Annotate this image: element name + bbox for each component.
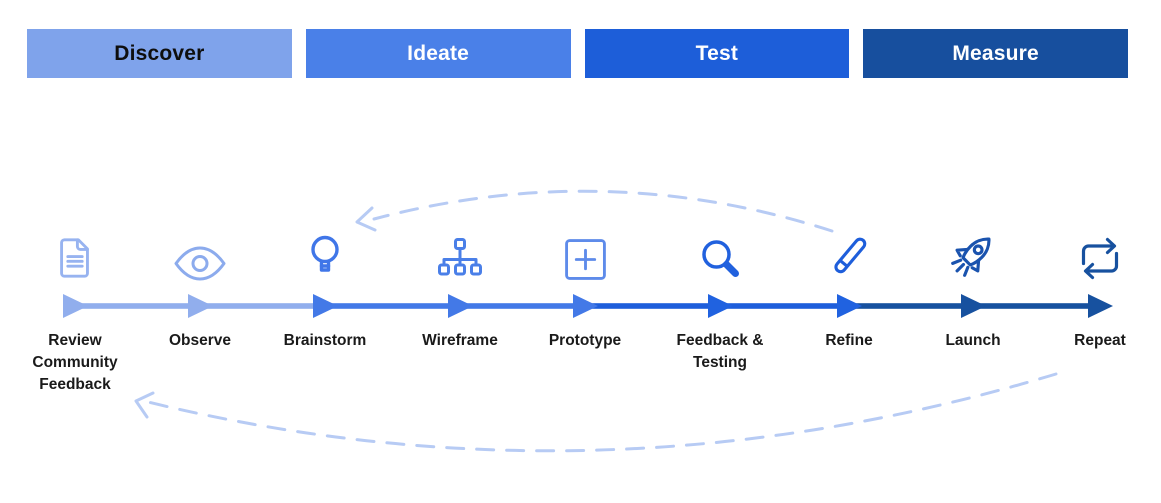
timeline-arrowhead (1088, 294, 1113, 318)
loop-arrow-bottom (146, 372, 1058, 453)
step-brainstorm: Brainstorm (259, 220, 391, 352)
timeline-arrowhead (188, 294, 213, 318)
timeline-segment (206, 303, 314, 309)
step-observe: Observe (134, 220, 266, 352)
timeline-arrowhead (961, 294, 986, 318)
timeline-segment (726, 303, 838, 309)
step-prototype: Prototype (519, 220, 651, 352)
lightbulb-icon (301, 220, 349, 282)
pencil-icon (824, 220, 874, 282)
timeline-arrowhead (63, 294, 88, 318)
step-review: Review Community Feedback (9, 220, 141, 396)
phase-header-row: Discover Ideate Test Measure (27, 29, 1128, 78)
step-label: Refine (825, 332, 873, 349)
phase-bar-test: Test (584, 29, 850, 78)
loop-arrow-top (372, 189, 834, 233)
step-launch: Launch (907, 220, 1039, 352)
loop-arrow-top-head (355, 206, 377, 232)
timeline-segment (855, 303, 962, 309)
phase-label: Test (695, 41, 739, 65)
step-label: Feedback & Testing (676, 332, 764, 371)
step-label: Launch (945, 332, 1001, 349)
step-label: Repeat (1074, 332, 1126, 349)
phase-bar-ideate: Ideate (305, 29, 571, 78)
step-label: Wireframe (422, 332, 498, 349)
process-timeline (63, 294, 1113, 318)
step-wireframe: Wireframe (394, 220, 526, 352)
step-label: Brainstorm (283, 332, 367, 349)
plus-square-icon (563, 220, 608, 282)
rocket-icon (946, 220, 1000, 282)
step-label: Observe (168, 332, 232, 349)
timeline-arrowhead (708, 294, 733, 318)
step-label: Review Community Feedback (32, 332, 118, 393)
magnifier-icon (696, 220, 744, 282)
phase-label: Ideate (407, 41, 470, 65)
phase-label: Measure (952, 41, 1039, 65)
step-repeat: Repeat (1034, 220, 1161, 352)
sitemap-icon (436, 220, 484, 282)
phase-label: Discover (114, 41, 205, 65)
phase-bar-measure: Measure (863, 29, 1128, 78)
document-icon (52, 220, 98, 282)
timeline-arrowhead (837, 294, 862, 318)
timeline-segment (979, 303, 1089, 309)
eye-icon (173, 220, 227, 282)
step-label: Prototype (548, 332, 622, 349)
timeline-arrowhead (448, 294, 473, 318)
timeline-segment (81, 303, 189, 309)
phase-bar-discover: Discover (27, 29, 292, 78)
timeline-arrowhead (313, 294, 338, 318)
timeline-segment (331, 303, 449, 309)
timeline-arrowhead (573, 294, 598, 318)
timeline-segment (466, 303, 574, 309)
step-feedback: Feedback & Testing (654, 220, 786, 374)
loop-arrow-bottom-head (134, 391, 155, 419)
step-refine: Refine (783, 220, 915, 352)
timeline-segment (591, 303, 709, 309)
repeat-icon (1075, 220, 1125, 282)
